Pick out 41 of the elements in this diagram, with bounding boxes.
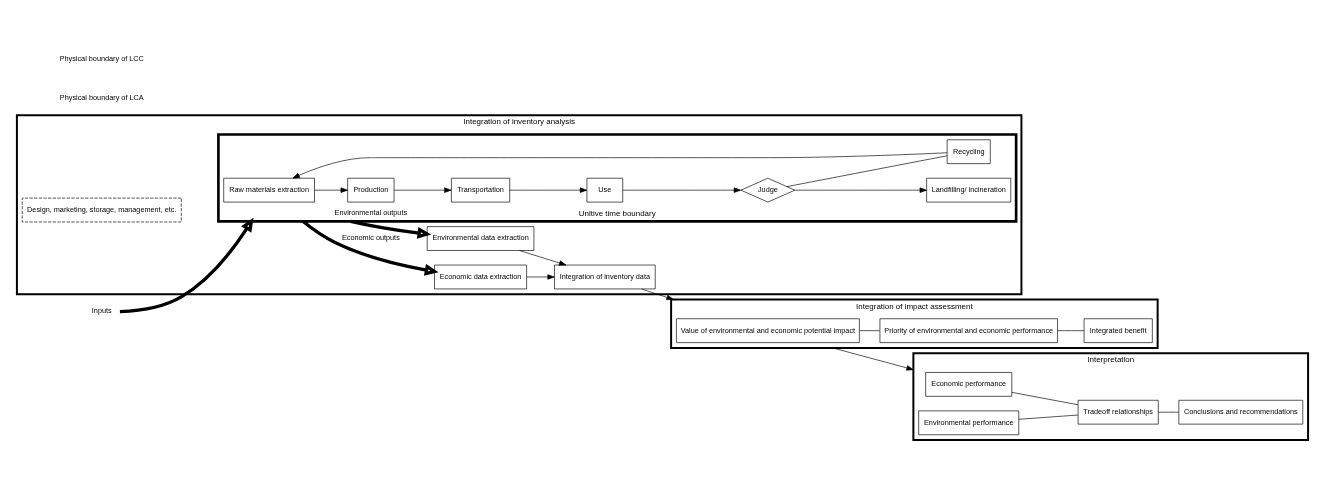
edge-label: Economic outputs <box>341 233 400 243</box>
arrow <box>393 187 452 193</box>
arrow <box>314 187 348 193</box>
edge-label: Environmental outputs <box>334 208 408 218</box>
node-box: Environmental performance <box>918 410 1020 436</box>
node-box: Recycling <box>946 139 991 164</box>
node-box: Economic data extraction <box>434 264 527 290</box>
arrow <box>119 217 254 314</box>
arrow <box>519 250 567 266</box>
arrow <box>794 187 927 193</box>
node-text: Inputs <box>91 306 112 316</box>
node-box: Environmental data extraction <box>426 226 535 251</box>
node-box: Use <box>586 177 624 203</box>
arrow <box>301 220 439 276</box>
node-diamond: Judge <box>740 177 796 203</box>
connector <box>1018 414 1079 420</box>
arrow <box>641 288 674 300</box>
node-box: Economic performance <box>925 372 1013 397</box>
node-box: Priority of environmental and economic performance <box>879 318 1058 343</box>
label: Physical boundary of LCC <box>59 54 144 64</box>
connector <box>859 330 880 331</box>
node-box: Integrated benefit <box>1083 318 1153 343</box>
node-box: Tradeoff relationships <box>1077 399 1159 425</box>
node-box: Transportation <box>451 177 511 203</box>
connector <box>1057 330 1085 331</box>
node-box: Raw materials extraction <box>223 177 315 203</box>
label: Physical boundary of LCA <box>59 92 144 102</box>
node-box: Design, marketing, storage, management, etc. <box>21 197 182 223</box>
node-box: Conclusions and recommendations <box>1178 399 1304 425</box>
node-box: Value of environmental and economic potential impact <box>676 318 860 343</box>
connector <box>786 155 948 187</box>
arrow <box>509 187 588 193</box>
arrow <box>832 347 914 371</box>
node-box: Integration of inventory data <box>554 264 656 290</box>
node-box: Landfilling/ incineration <box>926 177 1012 203</box>
connector <box>1011 392 1079 406</box>
arrow <box>526 274 555 280</box>
node-box: Production <box>347 177 395 203</box>
arrow <box>622 187 742 193</box>
arrow <box>350 219 432 239</box>
arrow <box>292 152 948 179</box>
